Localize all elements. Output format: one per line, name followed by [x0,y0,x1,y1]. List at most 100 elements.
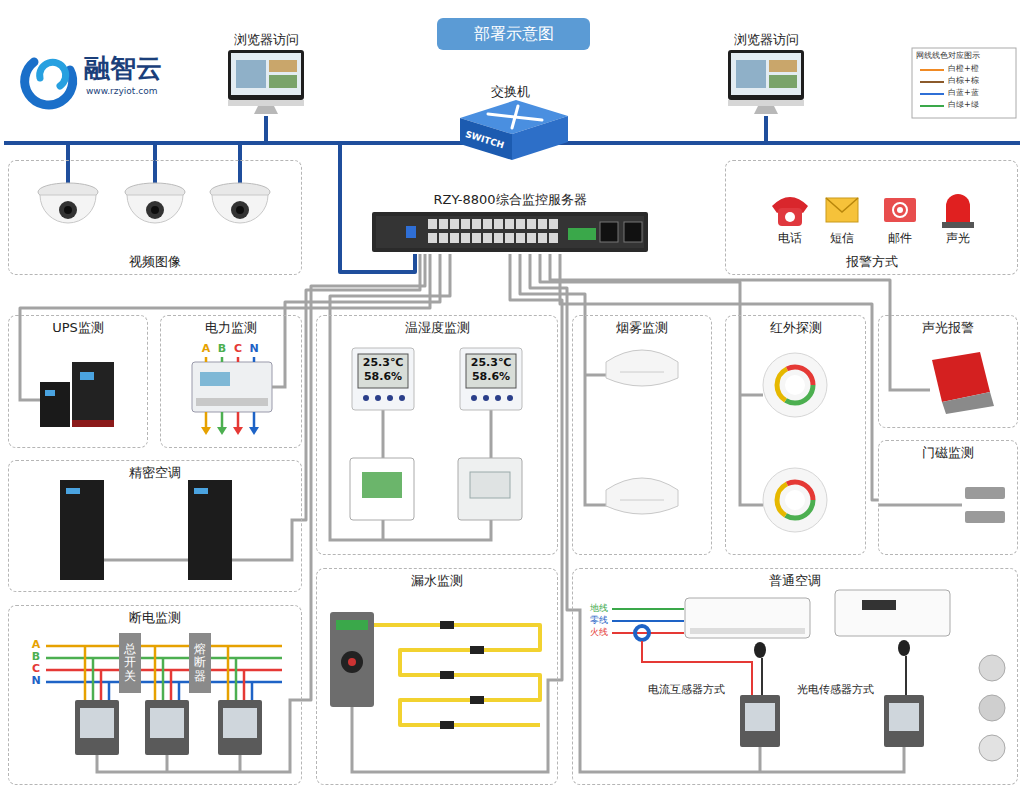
monitor [269,75,297,88]
phase-lines [46,646,282,700]
switch-icon [488,106,542,128]
split-ac [685,598,810,638]
leak-sensor [440,721,454,729]
door-magnet [965,511,1005,523]
diagram-label: 地线 [590,603,608,613]
breaker-box: 总开关 [119,633,141,693]
server-device [624,222,642,242]
diagram-label: SWITCH [464,129,505,151]
split-ac [905,656,907,695]
node-label: 漏水监测 [411,573,463,589]
diagram-label: 融智云 [84,54,162,84]
node-label: 浏览器访问 [734,32,799,48]
power-meter [233,427,243,435]
node-label: 交换机 [491,84,530,100]
phone-icon [772,197,808,226]
monitor-module [223,708,257,738]
legend-frame [912,48,1016,118]
phone-icon [785,212,795,222]
infrared-detector [777,367,813,403]
rj45-port [527,219,536,229]
temp-humidity-sensor [470,472,510,498]
infrared-detector [763,468,827,532]
inner-wiring [20,315,962,772]
leak-sensor [374,625,540,725]
split-ac [835,590,950,636]
ups-units [40,382,70,427]
leak-sensor [470,696,484,704]
monitor [254,106,278,114]
rj45-port [483,233,492,243]
siren-icon [946,194,970,222]
split-ac [635,626,649,640]
rj45-port [538,219,547,229]
rj45-port [516,219,525,229]
signal-cable [560,254,878,500]
dome-camera [127,195,183,223]
leak-sensor [341,651,363,673]
smoke-detector [606,350,678,514]
door-magnet [965,487,1005,499]
temp-humidity-sensor [350,348,522,520]
monitor [728,100,804,106]
network-cable [266,116,450,143]
rj45-port [505,233,514,243]
title-banner: 部署示意图 [437,18,590,50]
signal-cable [510,254,562,680]
diagram-label: www.rzyiot.com [86,86,158,96]
infrared-detector [785,375,805,395]
node-label: 精密空调 [129,465,181,481]
signal-cable [550,254,890,315]
diagram-label: 短信 [830,232,854,246]
rj45-port [461,233,470,243]
inner-wiring [878,504,962,507]
node-label: 断电监测 [129,610,181,626]
dome-camera [59,201,77,219]
split-ac [979,695,1005,721]
temp-humidity-sensor [375,395,381,401]
monitor [228,50,304,100]
rj45-port [527,233,536,243]
dome-camera [210,183,270,223]
legend-text: 白橙+橙 [948,64,979,73]
split-ac [612,620,684,622]
dome-camera [231,201,249,219]
inner-wiring [272,315,285,387]
network-bus [153,160,157,184]
section-box: 普通空调 [572,568,1018,785]
phase-lines [92,658,95,700]
legend-sample [920,81,944,83]
inner-wiring [740,315,763,505]
rj45-port [516,233,525,243]
rj45-port [538,233,547,243]
rj45-port [450,219,459,229]
rj45-port [494,233,503,243]
monitor [728,50,804,100]
dome-camera [64,206,72,214]
split-ac [898,640,910,656]
rj45-port [450,233,459,243]
siren [942,392,994,414]
diagram-label: 火线 [590,627,608,637]
temp-humidity-sensor [507,395,513,401]
phone-icon [778,208,802,226]
dome-camera [236,206,244,214]
server-device [568,228,596,240]
node-label: 红外探测 [770,320,822,336]
power-meter [217,427,227,435]
inner-wiring [740,394,763,397]
section-box: 报警方式 [725,160,1018,275]
ups-units [72,362,114,427]
node-label: 浏览器访问 [234,32,299,48]
rj45-port [461,219,470,229]
diagram-label: 网线线色对应图示 [916,51,980,60]
power-meter [201,427,211,435]
temp-humidity-sensor [363,395,369,401]
node-label: 门磁监测 [922,445,974,461]
precision-ac [188,480,232,580]
split-ac [612,590,1005,761]
ups-units [72,420,114,427]
phase-lines [235,658,238,700]
device-node: 浏览器访问 [722,28,810,116]
smoke-detector [620,372,664,373]
